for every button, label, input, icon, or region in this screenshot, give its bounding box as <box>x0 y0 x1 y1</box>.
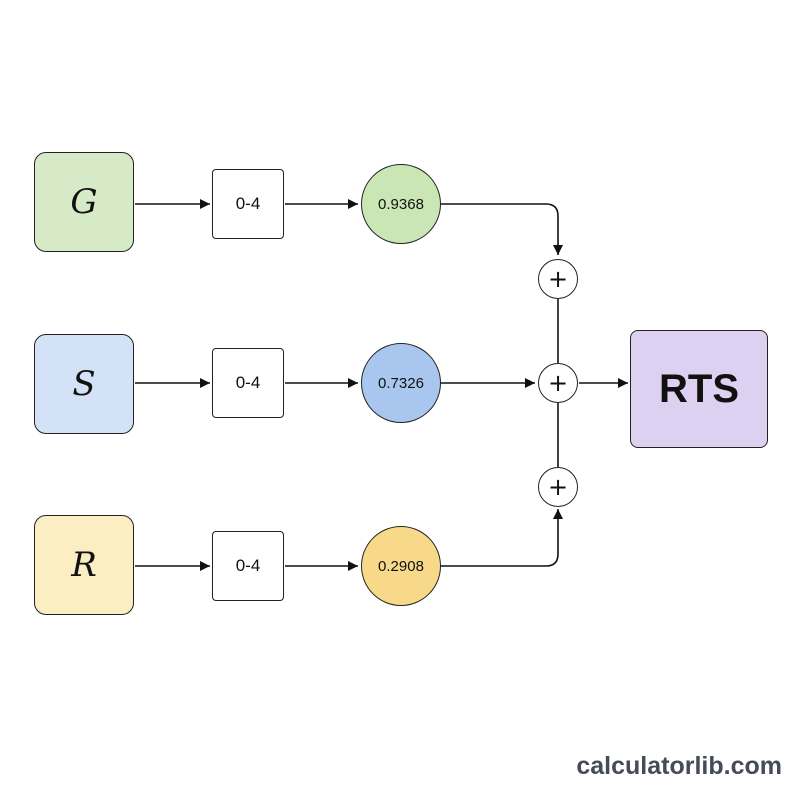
weight-g-circle: 0.9368 <box>361 164 441 244</box>
arrow-g-weight-to-sum <box>440 203 563 255</box>
sum-bottom-circle: + <box>538 467 578 507</box>
plus-icon: + <box>547 265 569 293</box>
range-s-label: 0-4 <box>235 373 261 392</box>
weight-s-value: 0.7326 <box>378 374 424 392</box>
input-s-box: S <box>34 334 134 434</box>
input-g-label: G <box>70 182 98 222</box>
range-r-box: 0-4 <box>212 531 284 601</box>
range-r-label: 0-4 <box>235 556 261 575</box>
range-g-label: 0-4 <box>235 194 261 213</box>
plus-icon: + <box>547 473 569 501</box>
sum-top-circle: + <box>538 259 578 299</box>
range-g-box: 0-4 <box>212 169 284 239</box>
input-s-label: S <box>72 364 96 404</box>
weight-s-circle: 0.7326 <box>361 343 441 423</box>
sum-middle-circle: + <box>538 363 578 403</box>
weight-r-circle: 0.2908 <box>361 526 441 606</box>
input-r-box: R <box>34 515 134 615</box>
weight-g-value: 0.9368 <box>378 195 424 213</box>
arrow-r-weight-to-sum <box>440 509 563 567</box>
input-g-box: G <box>34 152 134 252</box>
output-rts-box: RTS <box>630 330 768 448</box>
output-rts-label: RTS <box>659 366 739 411</box>
watermark-text: calculatorlib.com <box>576 752 782 780</box>
plus-icon: + <box>547 369 569 397</box>
input-r-label: R <box>71 545 97 585</box>
range-s-box: 0-4 <box>212 348 284 418</box>
weight-r-value: 0.2908 <box>378 557 424 575</box>
